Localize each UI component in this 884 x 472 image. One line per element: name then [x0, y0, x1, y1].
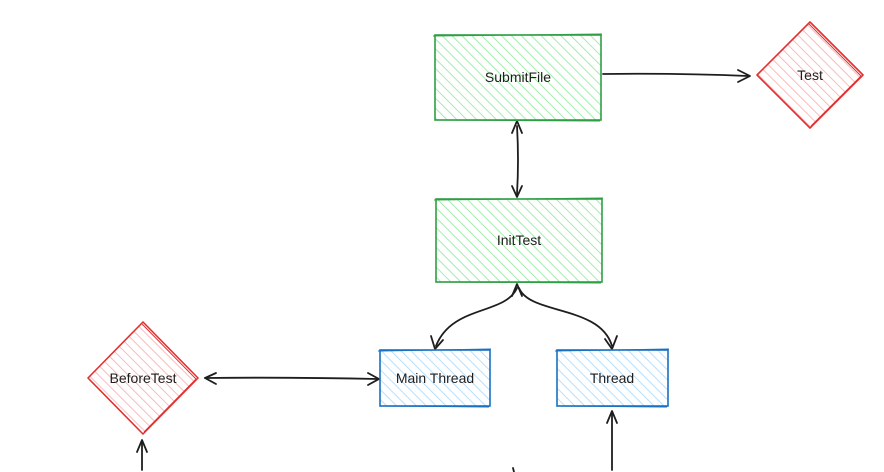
edge-inittest-mainthread [430, 283, 523, 350]
node-beforetest[interactable]: BeforeTest [87, 321, 199, 435]
edge-submitfile-inittest [511, 120, 523, 198]
node-beforetest-label: BeforeTest [110, 370, 177, 386]
edge-submitfile-test [602, 69, 751, 83]
node-test-label: Test [797, 67, 823, 83]
edge-inittest-thread [518, 287, 618, 350]
node-main-thread-label: Main Thread [396, 370, 474, 386]
node-inittest[interactable]: InitTest [433, 197, 604, 284]
edge-beforetest-incoming [136, 439, 148, 471]
node-thread-label: Thread [590, 370, 634, 386]
node-main-thread[interactable]: Main Thread [377, 348, 492, 408]
node-test[interactable]: Test [756, 21, 864, 129]
node-thread[interactable]: Thread [554, 348, 670, 408]
node-submitfile-label: SubmitFile [485, 69, 551, 85]
edge-beforetest-mainthread [204, 372, 380, 386]
node-inittest-label: InitTest [497, 232, 541, 248]
edge-thread-incoming [606, 410, 618, 471]
node-submitfile[interactable]: SubmitFile [432, 33, 603, 122]
edge-stub [512, 467, 515, 472]
